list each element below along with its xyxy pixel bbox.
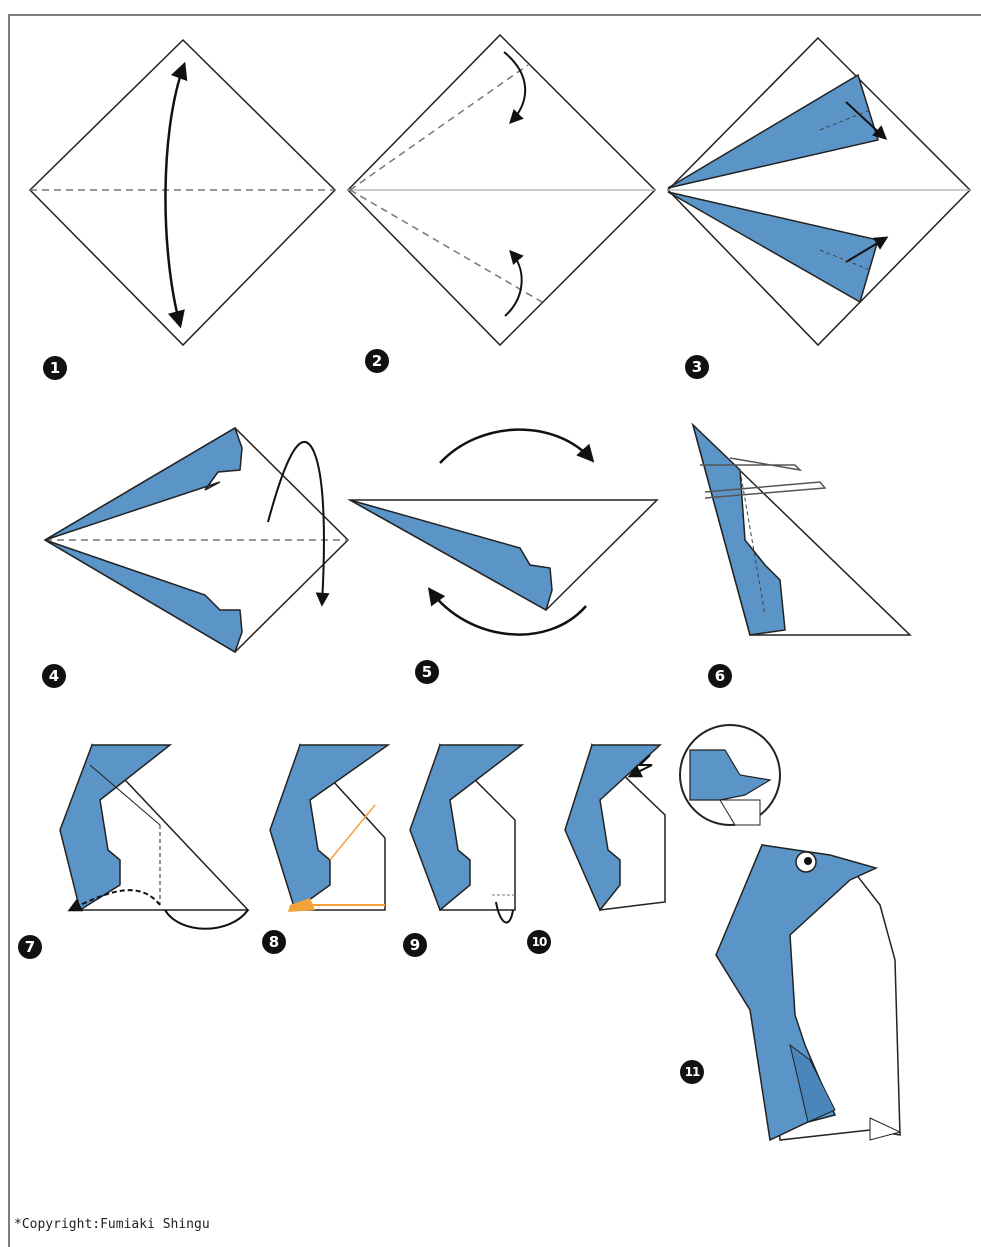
step-6-diagram — [693, 425, 910, 635]
rotate-arrow-icon — [440, 430, 592, 463]
step-badge-4: 4 — [42, 664, 66, 688]
step-1-diagram — [30, 40, 335, 345]
step-badge-3: 3 — [685, 355, 709, 379]
fold-arrow-icon — [165, 910, 248, 929]
step-7-diagram — [60, 745, 248, 929]
step-5-diagram — [350, 430, 657, 635]
step-badge-6: 6 — [708, 664, 732, 688]
step-8-diagram — [270, 745, 388, 912]
rotate-arrow-icon — [430, 590, 586, 635]
step-badge-8: 8 — [262, 930, 286, 954]
step-badge-9: 9 — [403, 933, 427, 957]
copyright-text: *Copyright:Fumiaki Shingu — [14, 1217, 210, 1232]
step-2-diagram — [348, 35, 655, 345]
step-badge-1: 1 — [43, 356, 67, 380]
step-badge-5: 5 — [415, 660, 439, 684]
step-11-penguin — [716, 845, 900, 1140]
step-3-diagram — [668, 38, 970, 345]
step-badge-10: 10 — [527, 930, 551, 954]
step-badge-11: 11 — [680, 1060, 704, 1084]
step-4-diagram — [45, 428, 348, 652]
step-badge-2: 2 — [365, 349, 389, 373]
step-9-diagram — [410, 745, 522, 922]
step-badge-7: 7 — [18, 935, 42, 959]
